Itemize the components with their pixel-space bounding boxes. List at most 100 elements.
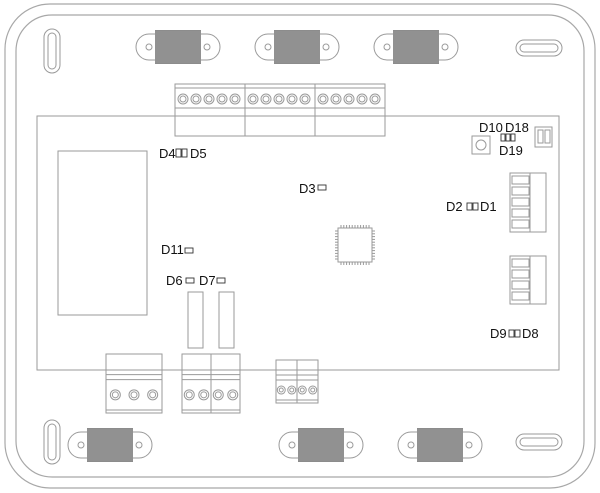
relay-d7: [218, 291, 235, 349]
terminal-block-small-a: [275, 359, 298, 404]
terminal-screw: [128, 389, 140, 401]
terminal-screw: [317, 93, 329, 105]
ferrite-hole: [145, 43, 153, 51]
terminal-screw: [190, 93, 202, 105]
terminal-screw: [308, 385, 318, 395]
connector-pin: [511, 208, 530, 218]
top-terminal-block: [244, 83, 316, 137]
ferrite-clamp: [135, 30, 221, 64]
mounting-slot-top-right: [515, 39, 563, 57]
terminal-screw: [297, 385, 307, 395]
ferrite-core: [298, 428, 344, 462]
terminal-screw: [287, 385, 297, 395]
top-terminal-block: [174, 83, 246, 137]
connector-pin: [511, 197, 530, 207]
label-d9: D9: [490, 326, 507, 341]
terminal-screw: [203, 93, 215, 105]
terminal-block-3-pin: [105, 353, 163, 414]
ferrite-core: [417, 428, 463, 462]
ferrite-hole: [407, 441, 415, 449]
led-d3-icon: [317, 184, 327, 191]
ferrite-clamp: [67, 428, 153, 462]
ferrite-core: [87, 428, 133, 462]
terminal-screw: [343, 93, 355, 105]
led-d4-d5-icon: [175, 148, 188, 158]
label-d6: D6: [166, 273, 183, 288]
terminal-screw: [229, 93, 241, 105]
led-d6-icon: [185, 277, 195, 284]
terminal-block-small-b: [296, 359, 319, 404]
right-connectors: [509, 172, 547, 305]
ferrite-core: [393, 30, 439, 64]
led-d11-icon: [184, 247, 194, 254]
mcu-body: [337, 227, 373, 263]
terminal-screw: [147, 389, 159, 401]
ferrite-clamp: [254, 30, 340, 64]
terminal-screw: [369, 93, 381, 105]
push-button[interactable]: [471, 135, 491, 155]
mounting-slot-bottom-right: [515, 433, 563, 451]
mounting-slot-bottom-left: [43, 419, 61, 465]
terminal-screw: [286, 93, 298, 105]
ferrite-clamp: [397, 428, 483, 462]
label-d2: D2: [446, 199, 463, 214]
label-d11: D11: [161, 242, 184, 257]
dip-switch[interactable]: [534, 126, 553, 148]
terminal-screw: [183, 389, 195, 401]
terminal-screw: [330, 93, 342, 105]
connector-lower: [509, 255, 547, 305]
connector-pin: [511, 269, 530, 279]
label-d1: D1: [480, 199, 497, 214]
terminal-screw: [216, 93, 228, 105]
terminal-screw: [227, 389, 239, 401]
terminal-screw: [260, 93, 272, 105]
terminal-screw: [273, 93, 285, 105]
ferrite-clamps: [67, 30, 483, 462]
terminal-screw: [109, 389, 121, 401]
connector-pin: [511, 186, 530, 196]
ferrite-hole: [346, 441, 354, 449]
label-d3: D3: [299, 181, 316, 196]
led-d9-d8-icon: [508, 329, 521, 338]
label-d18: D18: [505, 120, 529, 135]
ferrite-core: [155, 30, 201, 64]
connector-pin: [511, 291, 530, 301]
ferrite-hole: [264, 43, 272, 51]
label-d8: D8: [522, 326, 539, 341]
connector-upper: [509, 172, 547, 233]
top-terminal-block: [314, 83, 386, 137]
mcu-chip: [335, 225, 375, 265]
terminal-screw: [299, 93, 311, 105]
terminal-screw: [356, 93, 368, 105]
terminal-block-2-pin-b: [210, 353, 241, 414]
terminal-screw: [247, 93, 259, 105]
terminal-screw: [212, 389, 224, 401]
label-d19: D19: [499, 143, 523, 158]
led-d2-d1-icon: [466, 202, 479, 211]
ferrite-hole: [465, 441, 473, 449]
ferrite-hole: [322, 43, 330, 51]
top-terminal-blocks: [174, 83, 386, 137]
terminal-block-2-pin-a: [181, 353, 212, 414]
label-d10: D10: [479, 120, 503, 135]
connector-pin: [511, 258, 530, 268]
connector-pin: [511, 175, 530, 185]
ferrite-hole: [77, 441, 85, 449]
ferrite-hole: [288, 441, 296, 449]
ferrite-hole: [383, 43, 391, 51]
enclosure-outer-outline: [4, 3, 596, 489]
enclosure-inner-outline: [15, 14, 585, 478]
ferrite-clamp: [278, 428, 364, 462]
label-d5: D5: [190, 146, 207, 161]
ferrite-hole: [135, 441, 143, 449]
power-module-outline: [57, 150, 148, 316]
connector-pin: [511, 280, 530, 290]
relay-d6: [187, 291, 204, 349]
terminal-screw: [198, 389, 210, 401]
terminal-screw: [177, 93, 189, 105]
connector-pin: [511, 219, 530, 229]
led-d10-d18-d19-icon: [500, 133, 516, 142]
bottom-terminal-blocks: [105, 353, 319, 414]
mounting-slot-top-left: [43, 28, 61, 74]
